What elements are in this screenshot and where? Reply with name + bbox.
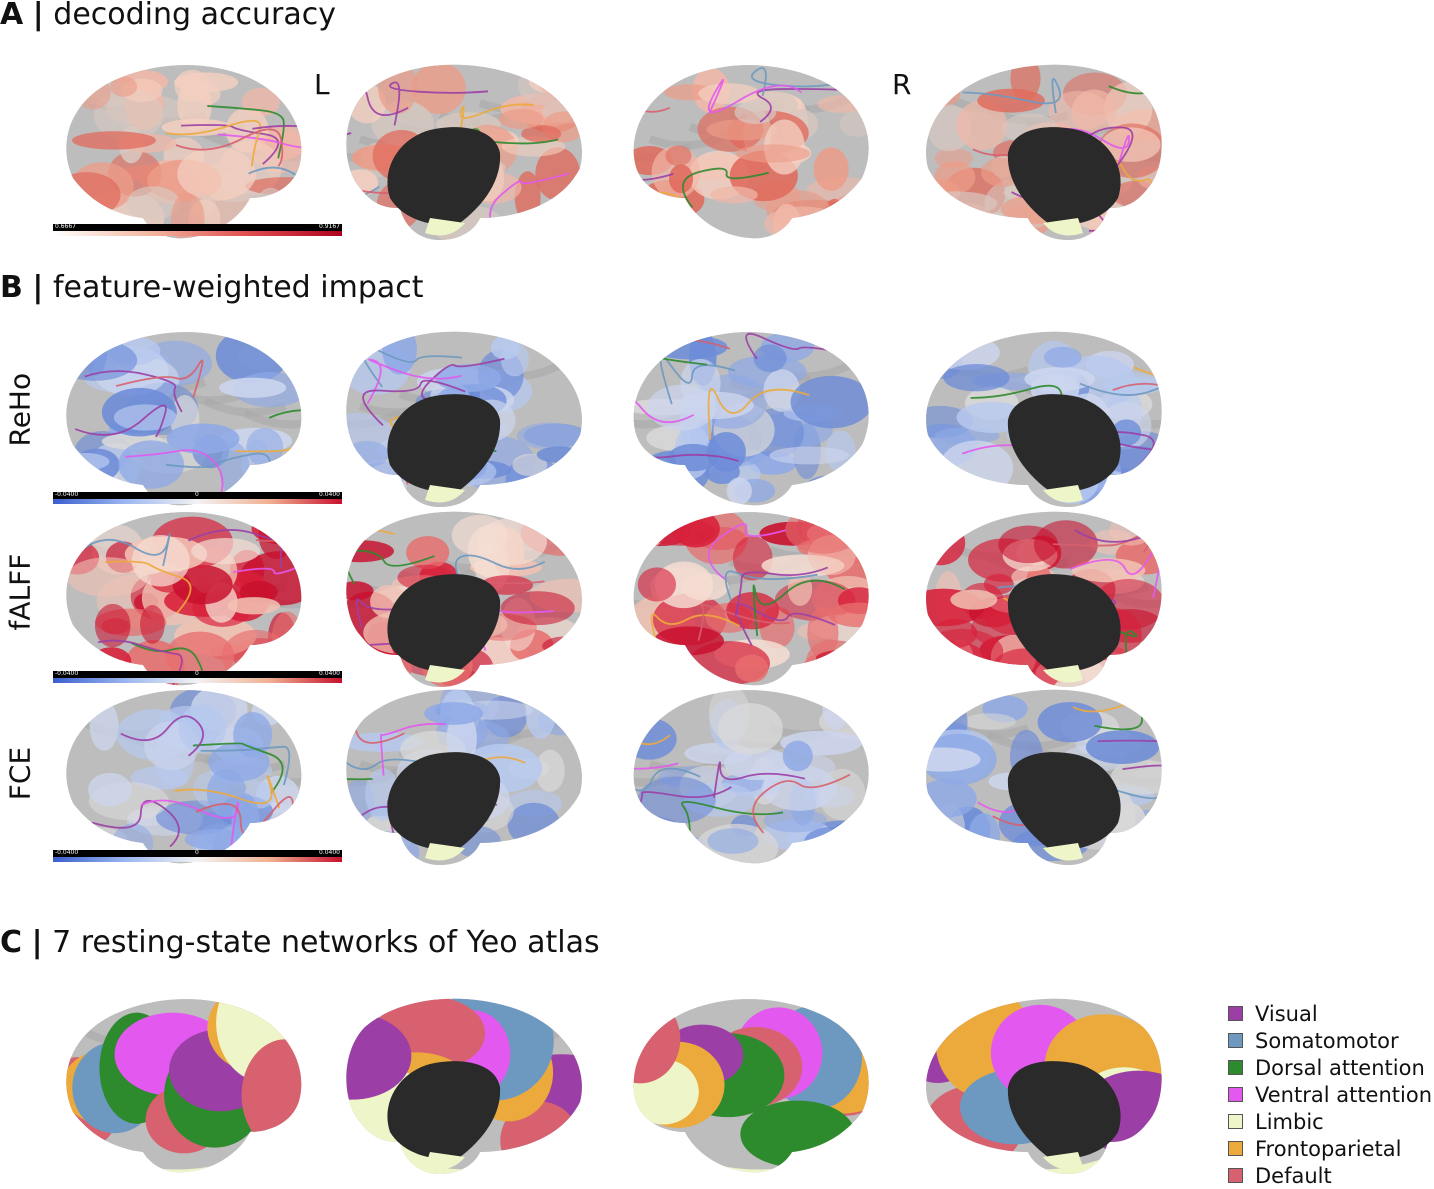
brain-yeo-lateral-left: [66, 999, 302, 1173]
brain-accuracy-lateral-right: [633, 65, 869, 239]
legend-item-frontoparietal: Frontoparietal: [1228, 1135, 1432, 1162]
colorbar-fce-gradient: [53, 857, 342, 862]
row-label-falff: fALFF: [3, 553, 37, 631]
legend-item-default: Default: [1228, 1162, 1432, 1189]
legend-item-visual: Visual: [1228, 1000, 1432, 1027]
brain-accuracy-medial-left: [346, 64, 582, 240]
legend-label: Somatomotor: [1255, 1028, 1399, 1053]
colorbar-accuracy-min: 0.6667: [55, 223, 76, 230]
colorbar-fce-min: -0.0400: [55, 849, 79, 856]
colorbar-falff-max: 0.0400: [319, 670, 340, 677]
panel-b-letter: B: [0, 270, 23, 305]
colorbar-falff-min: -0.0400: [55, 670, 79, 677]
legend-label: Frontoparietal: [1255, 1136, 1402, 1161]
legend-label: Limbic: [1255, 1109, 1324, 1134]
colorbar-accuracy: 0.6667 0.9167: [53, 223, 342, 238]
legend-label: Ventral attention: [1255, 1082, 1433, 1107]
brain-reho-medial-left: [346, 331, 582, 507]
legend-swatch: [1228, 1060, 1243, 1075]
panel-a-title: A | decoding accuracy: [0, 0, 336, 30]
row-label-fce: FCE: [3, 746, 37, 801]
legend-swatch: [1228, 1033, 1243, 1048]
legend-item-dorsal-attention: Dorsal attention: [1228, 1054, 1432, 1081]
brain-fce-lateral-left: [66, 690, 302, 864]
brain-yeo-medial-left: [346, 998, 582, 1174]
brain-falff-medial-left: [346, 511, 582, 687]
colorbar-falff-gradient: [53, 678, 342, 683]
brain-reho-lateral-right: [633, 332, 869, 506]
brain-accuracy-medial-right: [926, 64, 1162, 240]
panel-a-text: decoding accuracy: [53, 0, 336, 32]
colorbar-fce: -0.0400 0 0.0400: [53, 849, 342, 864]
brain-falff-medial-right: [926, 511, 1162, 687]
brain-accuracy-lateral-left: [66, 65, 302, 239]
legend-swatch: [1228, 1114, 1243, 1129]
hemisphere-left-label: L: [314, 68, 330, 101]
colorbar-fce-mid: 0: [195, 849, 199, 856]
brain-yeo-medial-right: [926, 998, 1162, 1174]
brain-fce-lateral-right: [633, 690, 869, 864]
row-label-reho: ReHo: [3, 372, 37, 447]
colorbar-reho-max: 0.0400: [319, 491, 340, 498]
colorbar-reho-min: -0.0400: [55, 491, 79, 498]
brain-fce-medial-left: [346, 689, 582, 865]
legend-label: Default: [1255, 1163, 1332, 1188]
legend-label: Dorsal attention: [1255, 1055, 1425, 1080]
brain-fce-medial-right: [926, 689, 1162, 865]
colorbar-accuracy-gradient: [53, 231, 342, 236]
legend-swatch: [1228, 1168, 1243, 1183]
legend-swatch: [1228, 1087, 1243, 1102]
legend-swatch: [1228, 1006, 1243, 1021]
hemisphere-right-label: R: [892, 68, 912, 101]
panel-c-letter: C: [0, 925, 23, 960]
legend-item-limbic: Limbic: [1228, 1108, 1432, 1135]
brain-reho-medial-right: [926, 331, 1162, 507]
colorbar-falff: -0.0400 0 0.0400: [53, 670, 342, 685]
colorbar-reho-mid: 0: [195, 491, 199, 498]
panel-c-title: C | 7 resting-state networks of Yeo atla…: [0, 925, 600, 960]
colorbar-fce-max: 0.0400: [319, 849, 340, 856]
panel-a-letter: A: [0, 0, 24, 32]
brain-yeo-lateral-right: [633, 999, 869, 1173]
colorbar-falff-mid: 0: [195, 670, 199, 677]
colorbar-reho-gradient: [53, 499, 342, 504]
brain-falff-lateral-right: [633, 512, 869, 686]
legend-label: Visual: [1255, 1001, 1318, 1026]
colorbar-reho: -0.0400 0 0.0400: [53, 491, 342, 506]
panel-b-title: B | feature-weighted impact: [0, 270, 424, 305]
legend-item-somatomotor: Somatomotor: [1228, 1027, 1432, 1054]
colorbar-accuracy-max: 0.9167: [319, 223, 340, 230]
panel-b-text: feature-weighted impact: [52, 270, 424, 305]
legend-swatch: [1228, 1141, 1243, 1156]
legend-item-ventral-attention: Ventral attention: [1228, 1081, 1432, 1108]
brain-falff-lateral-left: [66, 512, 302, 686]
panel-c-text: 7 resting-state networks of Yeo atlas: [52, 925, 600, 960]
brain-reho-lateral-left: [66, 332, 302, 506]
network-legend: Visual Somatomotor Dorsal attention Vent…: [1228, 1000, 1432, 1189]
